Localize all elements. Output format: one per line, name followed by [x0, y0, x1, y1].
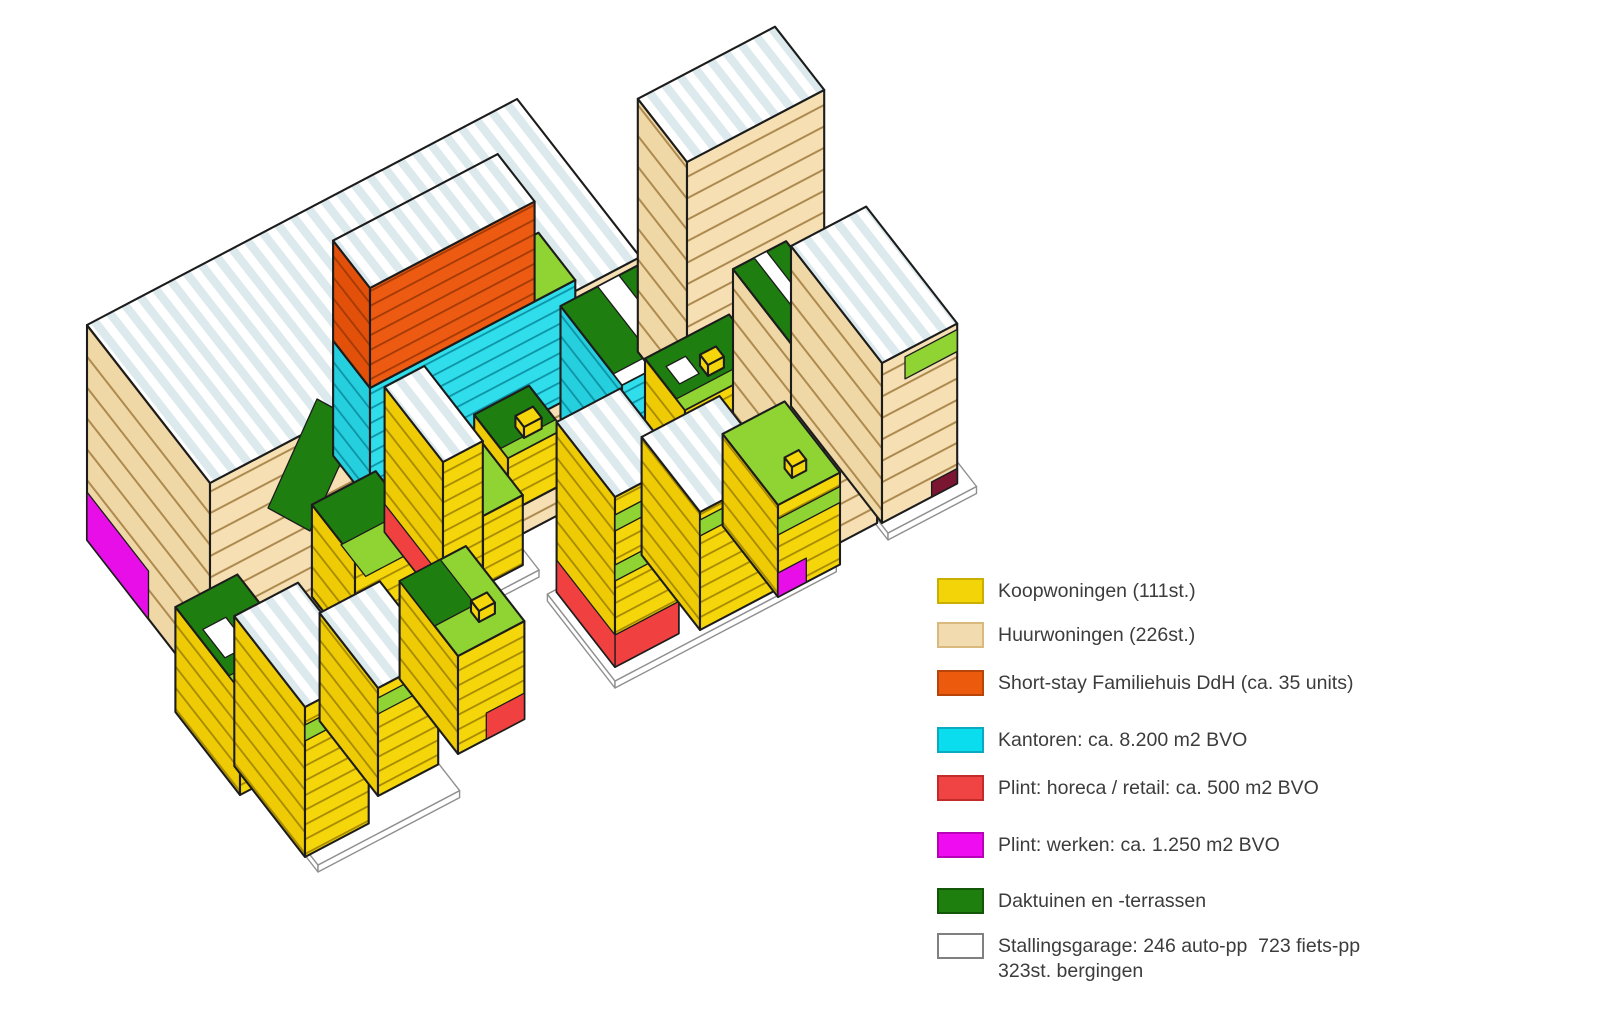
roof-access-box	[698, 345, 725, 378]
koop-block-front-east	[398, 545, 526, 756]
roof-access-box	[514, 405, 543, 440]
roof-access-box	[469, 591, 496, 624]
koop-block-center-east	[721, 400, 842, 599]
roof-access-box	[783, 449, 808, 480]
huurwoningen-east-block	[789, 205, 959, 525]
shortstay-familiehuis-block	[332, 153, 536, 390]
